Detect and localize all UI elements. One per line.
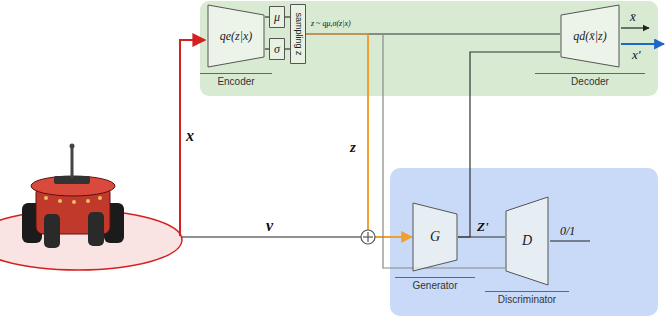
robot-illustration <box>31 176 115 196</box>
section-caption: Generator <box>395 277 475 292</box>
node-shape: qd(x̄|z) <box>560 4 620 68</box>
node-label: qd(x̄|z) <box>573 30 606 42</box>
prediction-arrow <box>621 43 664 45</box>
gan-panel <box>390 168 658 316</box>
node-outline-shape <box>291 5 306 64</box>
section-caption: Decoder <box>535 73 645 88</box>
node-label: sampling z <box>294 12 303 55</box>
mean-box: μ <box>269 6 285 28</box>
discriminator-network: D Discriminator <box>485 196 569 306</box>
node-shape: qe(z|x) <box>207 4 265 68</box>
output-label: x' <box>632 48 641 61</box>
edge-label: z ~ qμ,σ(z|x) <box>311 20 351 28</box>
node-outline-shape <box>270 7 285 28</box>
robot-illustration <box>0 144 182 271</box>
node-label: G <box>430 230 440 244</box>
node-outline-shape <box>270 39 285 60</box>
output-label: x̄ <box>630 10 636 23</box>
robot-illustration <box>44 214 60 248</box>
adder-symbol <box>361 230 375 244</box>
edge-label: Z' <box>477 220 489 233</box>
connector <box>285 48 290 49</box>
node-shape: D <box>505 196 549 286</box>
connector <box>285 16 290 17</box>
decoder-network: qd(x̄|z) Decoder <box>535 4 645 88</box>
adder-symbol <box>361 230 375 244</box>
node-shape: σ <box>269 38 285 60</box>
node-shape: μ <box>269 6 285 28</box>
robot-illustration <box>98 196 102 200</box>
robot-illustration <box>71 146 74 178</box>
robot-illustration <box>72 200 76 204</box>
node-outline-shape <box>561 5 619 67</box>
node-outline-shape <box>413 203 457 271</box>
connector <box>306 34 505 268</box>
node-label: μ <box>274 11 280 23</box>
connector <box>306 34 412 237</box>
node-label: σ <box>274 43 280 55</box>
sigma-box: σ <box>269 38 285 60</box>
node-shape: sampling z <box>290 4 306 64</box>
connector <box>265 16 269 17</box>
sampling-box: sampling z <box>290 4 306 64</box>
section-caption: Discriminator <box>485 291 569 306</box>
generator-network: G Generator <box>395 202 475 292</box>
robot-illustration <box>88 212 104 246</box>
edge-label: z <box>350 140 356 155</box>
vae-panel <box>200 1 658 96</box>
signal-label: x <box>186 128 194 144</box>
adder-symbol <box>367 232 368 242</box>
robot-illustration <box>86 199 90 203</box>
output-label: 0/1 <box>560 225 575 237</box>
encoder-network: qe(z|x) Encoder <box>200 4 272 88</box>
section-caption: Encoder <box>200 73 272 88</box>
connector <box>265 48 269 49</box>
node-shape: G <box>412 202 458 272</box>
signal-label: v <box>266 218 273 234</box>
observation-arrow <box>180 40 205 236</box>
node-label: qe(z|x) <box>220 30 253 42</box>
velocity-line <box>182 236 361 237</box>
robot-illustration <box>70 144 75 149</box>
robot-illustration <box>44 196 48 200</box>
discriminator-output-line <box>550 240 590 241</box>
node-outline-shape <box>506 197 548 285</box>
node-outline-shape <box>208 5 264 67</box>
reconstruction-arrow <box>621 27 649 28</box>
robot-illustration <box>58 199 62 203</box>
node-label: D <box>522 234 532 248</box>
